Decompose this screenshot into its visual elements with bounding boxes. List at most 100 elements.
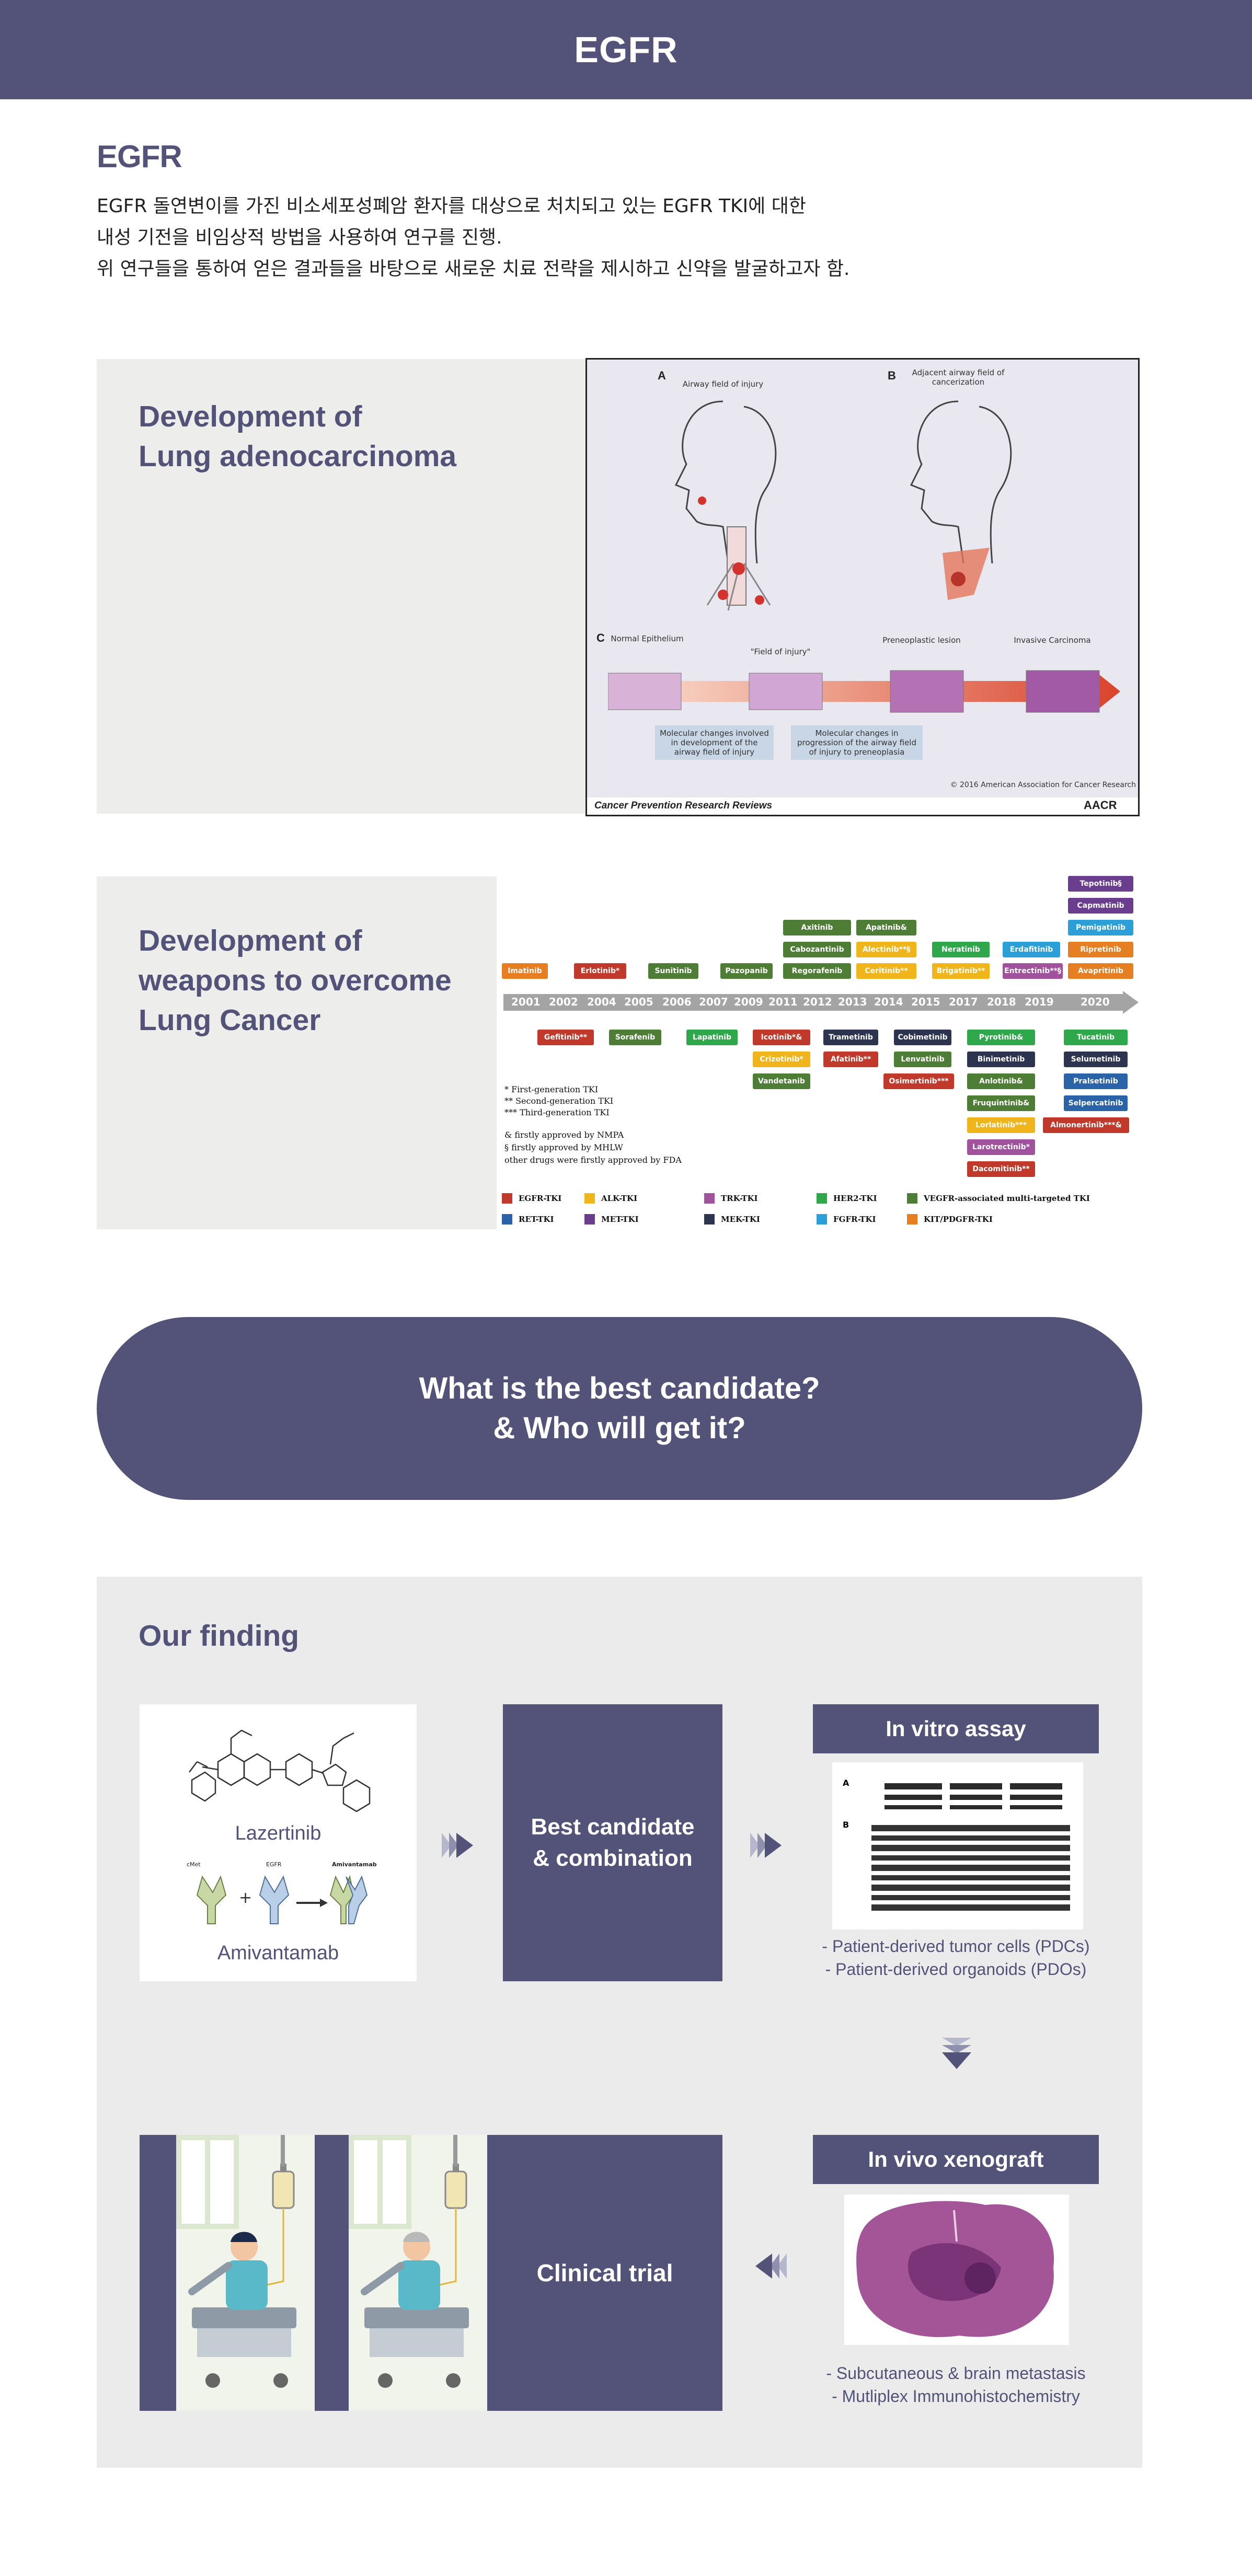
timeline-note: § firstly approved by MHLW	[504, 1142, 623, 1152]
legend-swatch	[502, 1193, 512, 1204]
timeline-year: 2001	[511, 996, 541, 1008]
timeline-year: 2013	[838, 996, 867, 1008]
svg-text:A: A	[843, 1778, 849, 1788]
note-field-development: Molecular changes involved in developmen…	[655, 725, 774, 760]
drug-chip-above: Alectinib**§	[856, 942, 916, 957]
figure-label-b: B	[888, 369, 896, 382]
drug-chip-below: Lapatinib	[686, 1030, 738, 1045]
timeline-year: 2015	[911, 996, 940, 1008]
airway-injury-illustration	[674, 400, 777, 611]
timeline-year: 2017	[949, 996, 978, 1008]
drug-chip-below: Trametinib	[823, 1030, 878, 1045]
drug-chip-above: Ripretinib	[1068, 942, 1133, 957]
drug-chip-above: Regorafenib	[783, 963, 851, 979]
drug-chip-above: Erdafitinib	[1003, 942, 1060, 957]
note-field-progression: Molecular changes in progression of the …	[791, 725, 923, 760]
cmet-label: cMet	[187, 1861, 201, 1868]
legend-swatch	[817, 1214, 827, 1225]
drug-chip-above: Cabozantinib	[783, 942, 851, 957]
drug-chip-above: Brigatinib**	[932, 963, 990, 979]
section-lung-adenocarcinoma: Development of Lung adenocarcinoma	[97, 359, 585, 814]
finding-title: Our finding	[139, 1619, 300, 1653]
in-vitro-bullets: - Patient-derived tumor cells (PDCs) - P…	[813, 1935, 1099, 1981]
section-our-finding: Our finding Lazertinib +	[97, 1577, 1142, 2468]
stage-invasive-carcinoma: Invasive Carcinoma	[1014, 636, 1091, 645]
drug-chip-above: Imatinib	[502, 963, 548, 979]
drug-chip-above: Capmatinib	[1068, 898, 1133, 914]
amivantamab-label: Amivantamab	[217, 1942, 339, 1964]
drug-chip-above: Pazopanib	[720, 963, 773, 979]
drug-chip-below: Binimetinib	[967, 1052, 1035, 1067]
patient-illustration-2	[349, 2135, 487, 2411]
figure-a-caption: Airway field of injury	[682, 379, 764, 389]
drug-chip-below: Larotrectinib*	[967, 1139, 1035, 1155]
drug-chip-below: Anlotinib&	[967, 1073, 1035, 1089]
airway-figure: A Airway field of injury B Adjacent airw…	[585, 358, 1140, 816]
cancerization-illustration	[910, 400, 1012, 600]
drug-chip-above: Erlotinib*	[574, 963, 626, 979]
progression-arrow	[608, 670, 1120, 713]
top-header-bar: EGFR	[0, 0, 1252, 99]
timeline-year: 2011	[768, 996, 798, 1008]
patient-illustration-1	[176, 2135, 315, 2411]
svg-text:+: +	[239, 1889, 252, 1907]
timeline-note: other drugs were firstly approved by FDA	[504, 1155, 682, 1165]
question-banner: What is the best candidate? & Who will g…	[97, 1317, 1142, 1500]
section2-title: Development of weapons to overcome Lung …	[139, 921, 452, 1040]
intro-text: EGFR 돌연변이를 가진 비소세포성폐암 환자를 대상으로 처치되고 있는 E…	[97, 191, 849, 285]
legend-item: TRK-TKI	[704, 1193, 758, 1204]
legend-label: ALK-TKI	[601, 1194, 638, 1203]
figure-label-a: A	[658, 369, 666, 382]
stage-field-of-injury: "Field of injury"	[750, 647, 811, 656]
legend-swatch	[584, 1214, 595, 1225]
legend-label: MEK-TKI	[721, 1215, 760, 1224]
drug-chip-below: Almonertinib***&	[1043, 1117, 1129, 1133]
timeline-note: * First-generation TKI	[504, 1084, 599, 1094]
legend-item: HER2-TKI	[817, 1193, 877, 1204]
amivantamab-small-label: Amivantamab	[332, 1861, 377, 1868]
section1-title: Development of Lung adenocarcinoma	[139, 397, 456, 476]
lazertinib-structure	[189, 1729, 371, 1812]
in-vitro-bullet-2: - Patient-derived organoids (PDOs)	[825, 1960, 1087, 1979]
intro-line-1: EGFR 돌연변이를 가진 비소세포성폐암 환자를 대상으로 처치되고 있는 E…	[97, 195, 806, 217]
drug-card: Lazertinib + cMet EGFR Amivantamab Amiva…	[140, 1704, 417, 1981]
legend-item: MET-TKI	[584, 1214, 639, 1225]
best-candidate-line2: & combination	[533, 1845, 693, 1871]
brain-histology	[856, 2201, 1054, 2337]
legend-label: HER2-TKI	[833, 1194, 877, 1203]
timeline-year: 2009	[734, 996, 763, 1008]
timeline-year: 2018	[987, 996, 1016, 1008]
drug-chip-below: Lorlatinib***	[967, 1117, 1035, 1133]
in-vitro-bullet-1: - Patient-derived tumor cells (PDCs)	[822, 1937, 1090, 1956]
timeline-year: 2004	[587, 996, 616, 1008]
best-candidate-line1: Best candidate	[531, 1814, 695, 1840]
airway-figure-body: A Airway field of injury B Adjacent airw…	[587, 360, 1138, 798]
legend-item: EGFR-TKI	[502, 1193, 561, 1204]
intro-line-2: 내성 기전을 비임상적 방법을 사용하여 연구를 진행.	[97, 227, 502, 248]
legend-swatch	[907, 1193, 917, 1204]
drug-chip-above: Apatinib&	[856, 920, 916, 935]
chevron-left-icon	[755, 2254, 787, 2279]
intro-heading: EGFR	[97, 139, 182, 174]
in-vivo-title: In vivo xenograft	[813, 2135, 1099, 2184]
drug-chip-above: Tepotinib§	[1068, 876, 1133, 892]
drug-chip-above: Sunitinib	[648, 963, 698, 979]
drug-chip-below: Cobimetinib	[894, 1030, 951, 1045]
drug-chip-below: Lenvatinib	[894, 1052, 951, 1067]
drug-chip-above: Avapritinib	[1068, 963, 1133, 979]
chevron-down-icon	[942, 2038, 971, 2069]
section1-title-line2: Lung adenocarcinoma	[139, 440, 457, 473]
legend-item: RET-TKI	[502, 1214, 554, 1225]
legend-swatch	[817, 1193, 827, 1204]
legend-item: KIT/PDGFR-TKI	[907, 1214, 993, 1225]
legend-label: FGFR-TKI	[833, 1215, 876, 1224]
drug-chip-below: Crizotinib*	[753, 1052, 810, 1067]
amivantamab-diagram: +	[196, 1875, 368, 1924]
timeline-year: 2014	[874, 996, 903, 1008]
legend-label: VEGFR-associated multi-targeted TKI	[924, 1194, 1090, 1203]
banner-line-1: What is the best candidate?	[419, 1371, 820, 1405]
legend-swatch	[704, 1193, 715, 1204]
clinical-trial-label: Clinical trial	[536, 2259, 673, 2286]
figure-b-caption: Adjacent airway field of cancerization	[912, 368, 1005, 387]
timeline-note: *** Third-generation TKI	[504, 1107, 610, 1117]
